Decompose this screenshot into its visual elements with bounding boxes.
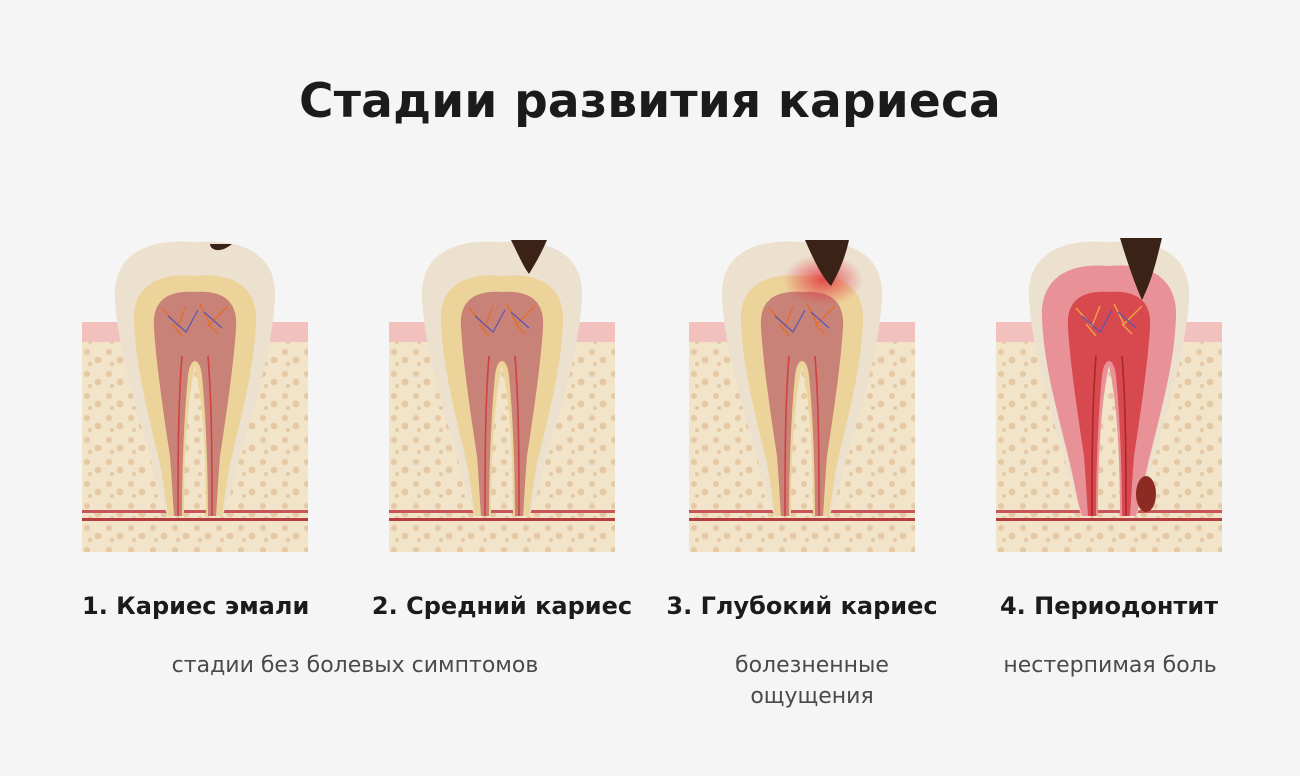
stage-3-label: 3. Глубокий кариес <box>666 592 938 620</box>
tooth-deep-caries-illustration <box>689 240 915 552</box>
decay-cavity <box>1120 238 1162 300</box>
note-no-pain: стадии без болевых симптомов <box>171 653 539 678</box>
pulp <box>460 291 544 516</box>
note-painful-line-1: болезненные <box>735 653 889 678</box>
stage-1-label: 1. Кариес эмали <box>82 592 310 620</box>
inflammation-glow <box>783 254 863 306</box>
stage-2-label: 2. Средний кариес <box>371 592 633 620</box>
decay-cavity <box>511 240 547 274</box>
tooth-enamel-caries-illustration <box>82 241 308 552</box>
decay-cavity <box>805 240 849 286</box>
tooth-periodontitis-illustration <box>996 238 1222 552</box>
pulp <box>760 291 844 516</box>
jaw-bone <box>996 342 1222 552</box>
note-severe-pain: нестерпимая боль <box>1003 653 1217 678</box>
abscess-icon <box>1136 476 1156 512</box>
stage-4-label: 4. Периодонтит <box>999 592 1219 620</box>
note-painful-line-2: ощущения <box>750 684 874 709</box>
tooth-stage-4 <box>996 236 1222 552</box>
note-painful: болезненные ощущения <box>690 650 934 712</box>
tooth-stage-1 <box>82 236 308 552</box>
jaw-bone <box>82 342 308 552</box>
jaw-bone <box>689 342 915 552</box>
inflamed-pulp <box>1067 291 1151 516</box>
tooth-stage-3 <box>689 236 915 552</box>
tooth-stage-2 <box>389 236 615 552</box>
tooth-medium-caries-illustration <box>389 240 615 552</box>
pulp <box>153 291 237 516</box>
jaw-bone <box>389 342 615 552</box>
decay-spot <box>210 244 232 251</box>
page-title: Стадии развития кариеса <box>299 74 1001 129</box>
